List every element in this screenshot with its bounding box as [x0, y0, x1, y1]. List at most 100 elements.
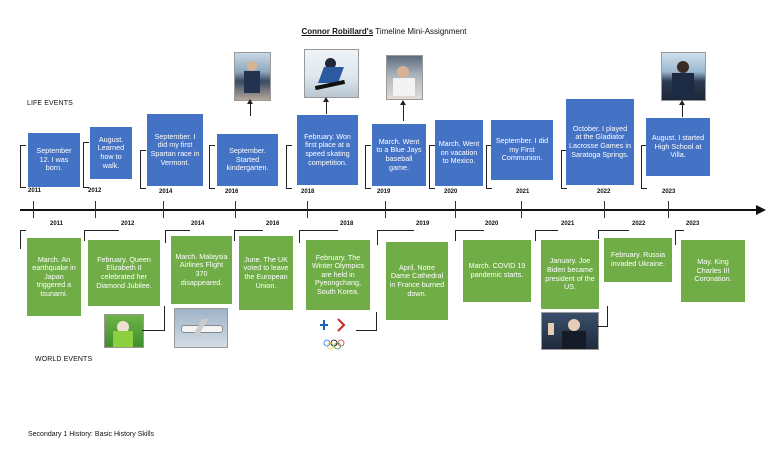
photo-arrow-line	[682, 103, 683, 117]
timeline-axis	[20, 209, 760, 211]
world-event-card: May. King Charles III Coronation.	[681, 240, 745, 302]
photo-arrow-line	[356, 330, 376, 331]
airliner-photo	[174, 308, 228, 348]
title-name: Connor Robillard's	[301, 27, 374, 36]
life-event-card: September. I did my first Spartan race i…	[147, 114, 203, 186]
connector	[299, 230, 338, 243]
world-year-label: 2021	[561, 221, 575, 227]
queen-jubilee-photo	[104, 314, 144, 348]
photo-arrow-line	[250, 102, 251, 116]
axis-tick	[95, 201, 96, 218]
world-year-label: 2018	[340, 221, 354, 227]
title-rest: Timeline Mini-Assignment	[373, 27, 467, 36]
connector	[486, 145, 492, 189]
photo-arrow-line	[164, 306, 165, 331]
life-event-card: October. I played at the Gladiator Lacro…	[566, 99, 634, 185]
olympics-logo	[318, 316, 356, 350]
up-arrow-icon	[247, 99, 253, 104]
life-event-card: August. Learned how to walk.	[90, 127, 132, 179]
world-year-label: 2014	[191, 221, 205, 227]
up-arrow-icon	[400, 100, 406, 105]
axis-tick	[668, 201, 669, 218]
axis-tick	[163, 201, 164, 218]
life-year-label: 2023	[662, 189, 676, 195]
life-year-label: 2011	[28, 188, 42, 194]
footer-course: Secondary 1 History: Basic History Skill…	[28, 431, 155, 438]
connector	[455, 230, 484, 241]
photo-arrow-line	[376, 312, 377, 331]
life-year-label: 2022	[597, 189, 611, 195]
world-year-label: 2012	[121, 221, 135, 227]
world-event-card: February. Russia invaded Ukraine.	[604, 238, 672, 282]
world-event-card: February. Queen Elizabeth II celebrated …	[88, 240, 160, 306]
connector	[20, 145, 26, 188]
photo-arrow-line	[607, 306, 608, 327]
connector	[429, 145, 435, 189]
axis-tick	[455, 201, 456, 218]
kindergarten-photo	[234, 52, 271, 101]
life-year-label: 2021	[516, 189, 530, 195]
axis-tick	[235, 201, 236, 218]
connector	[84, 230, 119, 241]
biden-photo	[541, 312, 599, 350]
connector	[286, 145, 292, 189]
life-year-label: 2018	[301, 189, 315, 195]
timeline-arrowhead	[756, 205, 766, 215]
page-title: Connor Robillard's Timeline Mini-Assignm…	[0, 27, 768, 36]
life-event-card: August. I started High School at Villa.	[646, 118, 710, 176]
baseball-game-photo	[386, 55, 423, 100]
axis-tick	[385, 201, 386, 218]
connector	[140, 150, 146, 189]
life-year-label: 2012	[88, 188, 102, 194]
connector	[561, 150, 567, 189]
connector	[598, 230, 629, 239]
connector	[535, 230, 558, 241]
axis-tick	[521, 201, 522, 218]
world-event-card: February. The Winter Olympics are held i…	[306, 240, 370, 310]
world-event-card: June. The UK voted to leave the European…	[239, 236, 293, 310]
speed-skating-photo	[304, 49, 359, 98]
life-event-card: March. Went on vacation to Mexico.	[435, 120, 483, 186]
life-event-card: September. I did my First Communion.	[491, 120, 553, 180]
life-events-label: LIFE EVENTS	[27, 100, 73, 107]
connector	[675, 230, 684, 245]
axis-tick	[33, 201, 34, 218]
world-event-card: March. Malaysia Airlines Flight 370 disa…	[171, 236, 232, 304]
connector	[20, 230, 26, 249]
connector	[365, 145, 371, 189]
connector	[234, 230, 263, 241]
world-events-label: WORLD EVENTS	[35, 356, 93, 363]
axis-tick	[604, 201, 605, 218]
life-year-label: 2014	[159, 189, 173, 195]
connector	[209, 145, 215, 189]
world-year-label: 2016	[266, 221, 280, 227]
life-year-label: 2020	[444, 189, 458, 195]
world-year-label: 2022	[632, 221, 646, 227]
up-arrow-icon	[679, 100, 685, 105]
connector	[165, 230, 190, 243]
world-event-card: March. COVID 19 pandemic starts.	[463, 240, 531, 302]
world-event-card: April. Notre Dame Cathedral in France bu…	[386, 242, 448, 320]
world-year-label: 2019	[416, 221, 430, 227]
life-year-label: 2019	[377, 189, 391, 195]
photo-arrow-line	[597, 326, 607, 327]
connector	[377, 230, 414, 245]
life-year-label: 2016	[225, 189, 239, 195]
connector	[83, 142, 89, 188]
photo-arrow-line	[326, 100, 327, 114]
life-event-card: September. Started kindergarten.	[217, 134, 278, 186]
connector	[641, 145, 647, 189]
world-year-label: 2020	[485, 221, 499, 227]
world-event-card: March. An earthquake in Japan triggered …	[27, 238, 81, 316]
up-arrow-icon	[323, 97, 329, 102]
world-year-label: 2011	[50, 221, 64, 227]
photo-arrow-line	[403, 103, 404, 121]
life-event-card: March. Went to a Blue Jays baseball game…	[372, 124, 426, 186]
high-school-photo	[661, 52, 706, 101]
life-event-card: September 12. I was born.	[28, 133, 80, 187]
axis-tick	[307, 201, 308, 218]
life-event-card: February. Won first place at a speed ska…	[297, 115, 358, 185]
world-year-label: 2023	[686, 221, 700, 227]
olympics-rings-icon	[320, 318, 346, 350]
world-event-card: January. Joe Biden became president of t…	[541, 240, 599, 309]
